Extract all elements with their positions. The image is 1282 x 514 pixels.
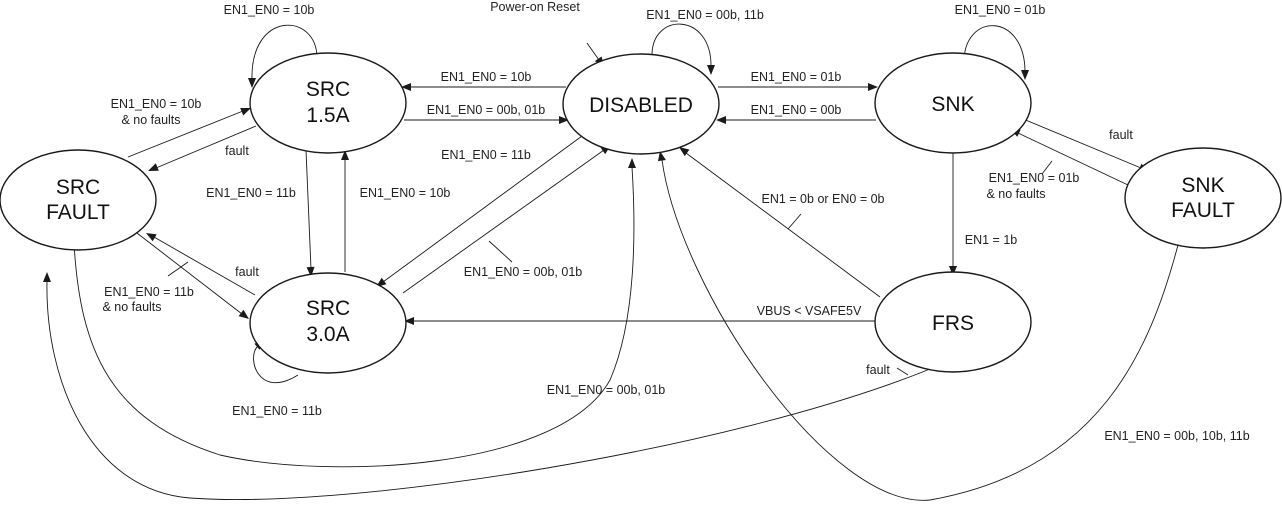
arrow-snk-to-frs <box>949 266 957 276</box>
edge-src30-to-srcfault <box>153 236 256 296</box>
label-srcfault-to-src30-line1: EN1_EN0 = 11b <box>104 285 194 299</box>
label-src30-to-dis: EN1_EN0 = 00b, 01b <box>464 265 583 279</box>
label-snkfault-to-dis: EN1_EN0 = 00b, 10b, 11b <box>1104 429 1249 443</box>
label-src15-to-dis: EN1_EN0 = 00b, 01b <box>427 103 546 117</box>
arrow-src15-to-srcfault <box>148 163 159 171</box>
label-dis-to-src30: EN1_EN0 = 11b <box>441 148 531 162</box>
arrow-snk-to-dis <box>716 116 726 124</box>
state-disabled-label: DISABLED <box>589 94 693 117</box>
label-frs-to-dis: EN1 = 0b or EN0 = 0b <box>762 192 885 206</box>
leader-srcfault-to-src30 <box>167 261 189 277</box>
edge-srcfault-to-dis <box>73 166 635 468</box>
state-frs[interactable]: FRS <box>874 271 1032 373</box>
label-src30-self: EN1_EN0 = 11b <box>232 404 322 418</box>
label-disabled-self: EN1_EN0 = 00b, 11b <box>646 8 764 22</box>
arrow-src15-to-src30 <box>306 266 315 277</box>
edge-dis-to-src30 <box>382 135 583 283</box>
state-snk[interactable]: SNK <box>874 52 1032 154</box>
state-src-fault-shape <box>0 149 157 251</box>
edge-src30-to-dis <box>402 149 605 294</box>
arrow-snkfault-to-dis <box>658 151 666 162</box>
state-snk-fault-label-line2: FAULT <box>1171 199 1235 222</box>
label-src30-to-src15: EN1_EN0 = 10b <box>360 186 451 200</box>
label-src15-self: EN1_EN0 = 10b <box>224 3 315 17</box>
arrow-srcfault-to-dis <box>628 158 636 168</box>
leader-frs-to-dis <box>787 213 802 230</box>
state-snk-shape <box>874 52 1032 154</box>
state-frs-label: FRS <box>932 312 974 335</box>
edge-snk-self <box>963 25 1026 73</box>
edge-disabled-self <box>651 23 712 68</box>
label-src15-to-src30: EN1_EN0 = 11b <box>206 186 296 200</box>
label-srcfault-to-src15-line1: EN1_EN0 = 10b <box>111 97 202 111</box>
state-src-fault-label-line2: FAULT <box>46 201 110 224</box>
label-snkfault-to-snk-line2: & no faults <box>986 187 1045 201</box>
state-frs-shape <box>874 271 1032 373</box>
arrow-src15-self <box>248 78 256 88</box>
arrow-dis-to-snk <box>868 83 878 91</box>
label-srcfault-to-src30-line2: & no faults <box>102 300 161 314</box>
state-disabled[interactable]: DISABLED <box>562 53 720 155</box>
label-snk-to-dis: EN1_EN0 = 00b <box>751 103 842 117</box>
transitions <box>43 23 1179 501</box>
edge-src30-self <box>253 345 299 383</box>
edge-snkfault-to-dis <box>661 159 1179 501</box>
transition-labels: Power-on Reset EN1_EN0 = 00b, 11b EN1_EN… <box>102 0 1249 443</box>
label-dis-to-snk: EN1_EN0 = 01b <box>751 70 842 84</box>
state-src-1-5a-shape <box>249 52 407 154</box>
edge-snkfault-to-snk <box>1017 132 1129 186</box>
state-src-1-5a-label-line2: 1.5A <box>306 104 349 127</box>
edge-frs-to-dis <box>685 152 881 298</box>
arrow-srcfault-to-src30 <box>238 309 249 319</box>
label-dis-to-src15: EN1_EN0 = 10b <box>441 70 532 84</box>
label-frs-to-srcfault: fault <box>866 363 890 377</box>
label-snkfault-to-snk-line1: EN1_EN0 = 01b <box>989 171 1080 185</box>
edge-src15-to-src30 <box>305 149 312 270</box>
edge-snk-to-snkfault <box>1015 115 1142 169</box>
state-snk-fault[interactable]: SNK FAULT <box>1124 147 1282 249</box>
edge-src15-self <box>251 24 318 81</box>
arrow-snk-self <box>1021 70 1029 80</box>
edge-srcfault-to-src15 <box>127 110 244 158</box>
arrow-src15-to-dis <box>559 116 569 124</box>
arrow-src30-to-src15 <box>341 150 349 160</box>
state-src-3-0a[interactable]: SRC 3.0A <box>249 272 407 374</box>
arrow-frs-to-srcfault <box>43 272 51 282</box>
state-snk-fault-label-line1: SNK <box>1181 174 1224 197</box>
arrow-frs-to-src30 <box>404 317 414 325</box>
state-snk-label: SNK <box>931 93 974 116</box>
label-snk-to-frs: EN1 = 1b <box>965 233 1018 247</box>
label-frs-to-src30: VBUS < VSAFE5V <box>757 304 862 318</box>
edge-srcfault-to-src30 <box>132 229 243 315</box>
state-src-3-0a-label-line2: 3.0A <box>306 323 349 346</box>
state-src-1-5a-label-line1: SRC <box>306 78 350 101</box>
label-srcfault-to-src15-line2: & no faults <box>121 113 180 127</box>
label-power-on-reset: Power-on Reset <box>490 0 580 14</box>
label-srcfault-to-dis: EN1_EN0 = 00b, 01b <box>547 383 666 397</box>
edge-power-on-reset <box>586 42 600 61</box>
label-src30-to-srcfault: fault <box>235 265 259 279</box>
leader-frs-to-srcfault <box>896 367 909 376</box>
arrow-srcfault-to-src15 <box>240 108 251 116</box>
label-snk-to-snkfault: fault <box>1109 128 1133 142</box>
label-src15-to-srcfault: fault <box>225 144 249 158</box>
state-snk-fault-shape <box>1124 147 1282 249</box>
leader-snkfault-to-snk <box>1041 160 1053 175</box>
arrow-src30-to-srcfault <box>146 233 157 242</box>
state-src-fault-label-line1: SRC <box>56 176 100 199</box>
state-disabled-shape <box>562 53 720 155</box>
edge-src15-to-srcfault <box>155 125 257 169</box>
state-src-3-0a-label-line1: SRC <box>306 297 350 320</box>
label-snk-self: EN1_EN0 = 01b <box>955 3 1046 17</box>
edge-frs-to-srcfault <box>46 280 931 500</box>
leader-src30-to-dis <box>488 240 513 263</box>
state-src-1-5a[interactable]: SRC 1.5A <box>249 52 407 154</box>
state-src-fault[interactable]: SRC FAULT <box>0 149 157 251</box>
state-src-3-0a-shape <box>249 272 407 374</box>
arrow-disabled-self <box>707 65 715 75</box>
arrow-frs-to-dis <box>679 147 690 157</box>
arrow-dis-to-src15 <box>401 83 411 91</box>
